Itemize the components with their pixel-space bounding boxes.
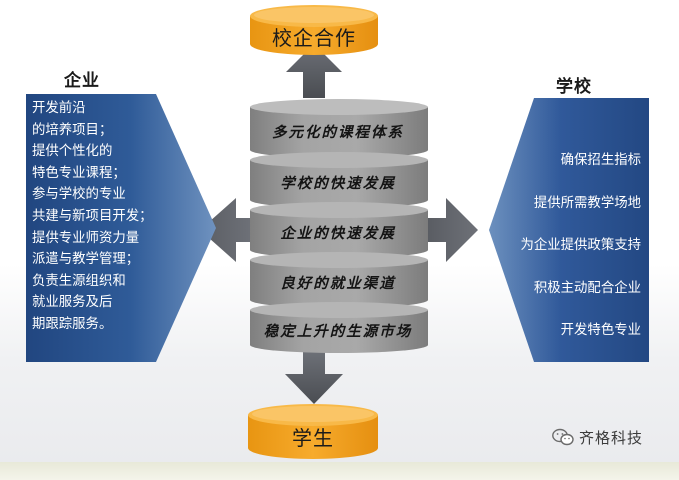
school-line-4: 积极主动配合企业 [533, 280, 641, 296]
school-heading: 学校 [556, 77, 592, 97]
enterprise-line-10: 就业服务及后 [32, 295, 113, 311]
cylinder-layer-2 [250, 152, 428, 208]
top-node-disc [250, 5, 378, 55]
layer-label-1: 多元化的课程体系 [272, 124, 404, 141]
layer-label-2: 学校的快速发展 [280, 175, 396, 192]
school-line-5: 开发特色专业 [560, 323, 641, 338]
arrow-right [428, 198, 478, 262]
wechat-icon [552, 428, 574, 446]
school-panel: 确保招生指标 提供所需教学场地 为企业提供政策支持 积极主动配合企业 开发特色专… [489, 98, 649, 362]
cylinder-layer-1 [250, 99, 428, 158]
arrow-down [285, 352, 343, 404]
brand-name: 齐格科技 [579, 428, 644, 447]
enterprise-line-7: 提供专业师资力量 [32, 230, 140, 246]
enterprise-line-1: 开发前沿 [32, 101, 86, 116]
enterprise-line-8: 派遣与教学管理； [32, 252, 140, 268]
cylinder-layer-3 [250, 202, 428, 258]
layer-label-5: 稳定上升的生源市场 [263, 323, 413, 340]
enterprise-panel: 开发前沿 的培养项目； 提供个性化的 特色专业课程； 参与学校的专业 共建与新项… [26, 94, 216, 362]
school-line-1: 确保招生指标 [560, 153, 641, 168]
enterprise-line-2: 的培养项目； [32, 122, 113, 138]
arrow-up [286, 44, 342, 98]
enterprise-line-4: 特色专业课程； [32, 165, 126, 181]
cylinder-layer-4 [250, 252, 428, 308]
cylinder-layer-5 [250, 302, 428, 353]
top-node-label: 校企合作 [272, 26, 356, 50]
enterprise-line-5: 参与学校的专业 [32, 187, 126, 203]
enterprise-line-9: 负责生源组织和 [32, 273, 126, 289]
enterprise-line-3: 提供个性化的 [32, 144, 113, 160]
layer-label-4: 良好的就业渠道 [280, 275, 396, 292]
school-line-2: 提供所需教学场地 [533, 195, 641, 211]
school-line-3: 为企业提供政策支持 [520, 238, 641, 253]
layer-label-3: 企业的快速发展 [280, 225, 396, 242]
enterprise-heading: 企业 [64, 71, 100, 91]
enterprise-line-11: 期跟踪服务。 [32, 316, 113, 332]
school-lines: 确保招生指标 提供所需教学场地 为企业提供政策支持 积极主动配合企业 开发特色专… [491, 140, 641, 353]
footer-strip [0, 462, 679, 480]
enterprise-line-6: 共建与新项目开发； [32, 208, 153, 224]
bottom-node-disc [248, 404, 378, 459]
enterprise-lines: 开发前沿 的培养项目； 提供个性化的 特色专业课程； 参与学校的专业 共建与新项… [32, 98, 192, 336]
brand-watermark: 齐格科技 [552, 425, 643, 449]
arrow-left [200, 198, 252, 262]
bottom-node-label: 学生 [292, 426, 334, 450]
